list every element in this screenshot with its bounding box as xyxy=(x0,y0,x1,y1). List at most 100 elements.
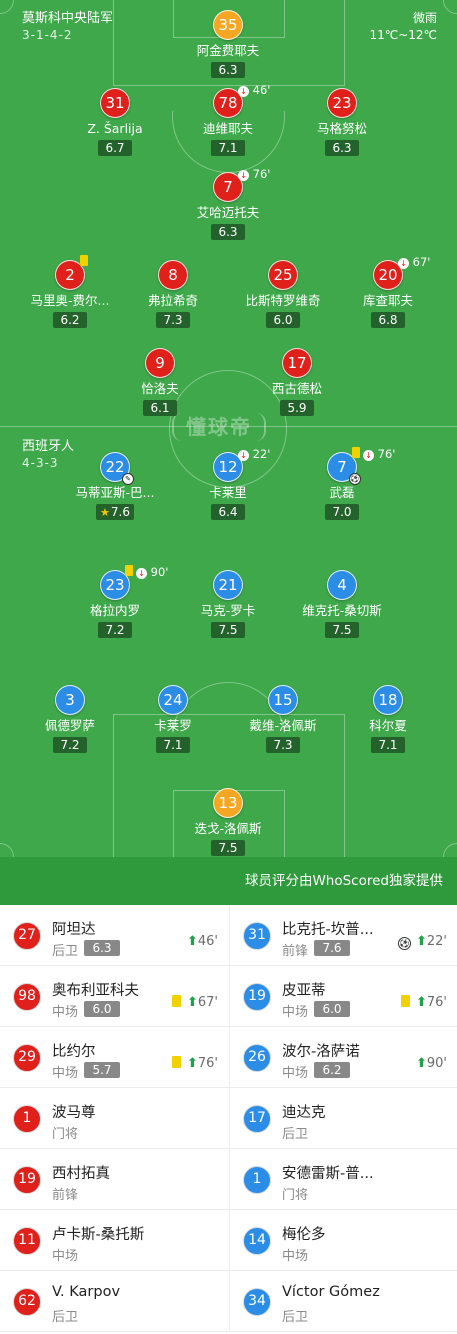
player-number: 13 xyxy=(213,788,243,818)
player-name: 迪维耶夫 xyxy=(202,121,253,136)
assist-icon: ✎ xyxy=(122,473,134,485)
rating-value: 7.0 xyxy=(332,505,352,519)
arrow-down-icon: ↓ xyxy=(238,86,249,97)
substitute-number: 17 xyxy=(243,1105,271,1133)
player-marker[interactable]: 21 马克-罗卡 7.5 xyxy=(173,570,283,638)
player-number: 23↓ 90' xyxy=(100,565,168,600)
substitute-position: 后卫 xyxy=(52,1310,79,1325)
player-number: 3 xyxy=(55,685,85,715)
substitute-number: 1 xyxy=(13,1105,41,1133)
player-number: 12↓ 22' xyxy=(213,448,270,482)
home-team-name: 莫斯科中央陆军 xyxy=(22,11,114,26)
rating-value: 7.1 xyxy=(378,738,398,752)
rating-value: 7.1 xyxy=(218,141,238,155)
substitute-position: 后卫 xyxy=(52,944,79,959)
substitute-name: 波尔-洛萨诺 xyxy=(282,1044,360,1060)
substitute-name: 比克托-坎普... xyxy=(282,922,374,938)
player-number: 9 xyxy=(145,348,175,378)
weather-text: 微雨 xyxy=(412,11,437,25)
substitute-name: 西村拓真 xyxy=(52,1166,110,1182)
arrow-up-icon: ⬆ xyxy=(415,1056,427,1071)
substitute-number: 31 xyxy=(243,922,271,950)
substitute-position: 中场 xyxy=(52,1005,79,1020)
player-name: 马克-罗卡 xyxy=(200,603,256,618)
center-circle xyxy=(169,370,287,488)
substituted-out-badge: ↓ 67' xyxy=(398,256,430,269)
player-rating: 6.3 xyxy=(211,224,245,240)
substitute-name: 波马尊 xyxy=(52,1105,96,1121)
bottom-penalty-box xyxy=(113,714,345,859)
substituted-out-badge: ↓ 76' xyxy=(238,168,270,181)
rating-value: 6.3 xyxy=(218,225,238,239)
player-rating: 7.2 xyxy=(98,622,132,638)
player-name: 恰洛夫 xyxy=(141,381,179,396)
substitute-name: Víctor Gómez xyxy=(282,1284,380,1300)
player-rating: 6.3 xyxy=(325,140,359,156)
rating-value: 7.5 xyxy=(332,623,352,637)
player-number: 31 xyxy=(100,88,130,118)
sub-in-minute: 22' xyxy=(426,934,447,949)
player-number: 22✎ xyxy=(100,452,134,485)
player-rating: 7.1 xyxy=(371,737,405,753)
player-name: 马格努松 xyxy=(316,121,367,136)
player-number: 21 xyxy=(213,570,243,600)
player-rating: 6.8 xyxy=(371,312,405,328)
player-marker[interactable]: 9 恰洛夫 6.1 xyxy=(105,348,215,416)
yellow-card-icon xyxy=(125,565,133,576)
lineup-pitch: 莫斯科中央陆军 3-1-4-2 微雨 11℃~12℃ 懂球帝 西班牙人 4-3-… xyxy=(0,0,457,905)
rating-value: 6.2 xyxy=(60,313,80,327)
substitute-events: ⬆76' xyxy=(400,995,447,1010)
player-name: 马蒂亚斯-巴... xyxy=(75,485,155,500)
substitute-number: 11 xyxy=(13,1227,41,1255)
rating-value: 7.5 xyxy=(218,623,238,637)
sub-minute: 76' xyxy=(249,167,271,181)
substitute-name: 安德雷斯-普... xyxy=(282,1166,374,1182)
arrow-up-icon: ⬆ xyxy=(186,995,198,1010)
substitute-number: 62 xyxy=(13,1288,41,1316)
substitute-name: 皮亚蒂 xyxy=(282,983,326,999)
sub-minute: 67' xyxy=(409,255,431,269)
player-rating: 6.1 xyxy=(143,400,177,416)
player-marker[interactable]: 22✎马蒂亚斯-巴...★7.6 xyxy=(60,452,170,520)
top-penalty-box xyxy=(113,0,345,86)
substitute-rating: 6.2 xyxy=(314,1062,350,1078)
sub-minute: 46' xyxy=(249,83,271,97)
substituted-out-badge: ↓ 76' xyxy=(363,448,395,461)
rating-value: 7.2 xyxy=(60,738,80,752)
football-icon: ⚽ xyxy=(349,473,361,485)
